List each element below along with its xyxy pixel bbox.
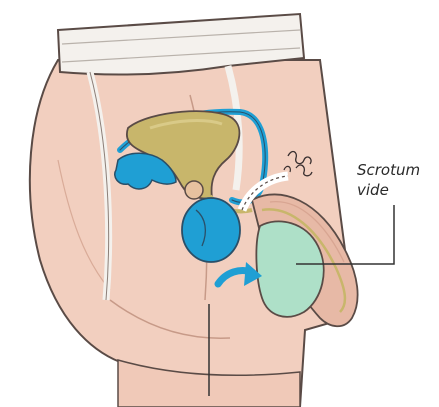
prostate (185, 181, 203, 199)
testicle-shape (182, 198, 240, 262)
testicle (182, 198, 240, 262)
callout-line-2: vide (357, 180, 437, 200)
callout-line-1: Scrotum (357, 160, 437, 180)
scrotum-callout-label: Scrotum vide (357, 160, 437, 200)
